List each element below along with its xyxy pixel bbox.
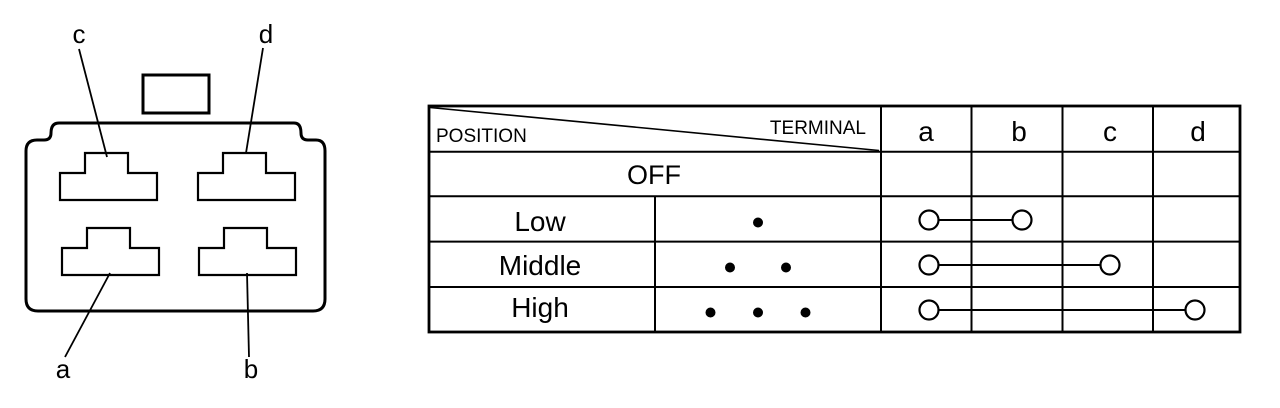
leader-line-b	[246, 272, 250, 358]
leader-line-a	[64, 272, 111, 358]
detent-dot	[753, 217, 763, 228]
terminal-header-label: TERMINAL	[770, 118, 866, 139]
connector-key-tab	[141, 73, 211, 115]
connector-body-outline	[24, 121, 327, 313]
pin-label-b: b	[244, 354, 258, 384]
column-header-c: c	[1103, 116, 1117, 147]
row-label-off: OFF	[627, 160, 681, 190]
continuity-node	[1011, 209, 1033, 231]
pin-label-c: c	[73, 19, 86, 49]
terminal-pin-c	[58, 151, 159, 202]
pin-label-d: d	[259, 19, 273, 49]
continuity-node	[918, 254, 940, 276]
connections-layer	[705, 209, 1206, 321]
leader-line-d	[245, 47, 264, 154]
detent-dot	[781, 262, 791, 273]
detent-dot	[705, 307, 716, 318]
column-header-a: a	[918, 116, 934, 147]
terminal-table: POSITION TERMINAL a b c d OFF Low Middle…	[427, 104, 1242, 334]
header-diagonal-line	[429, 106, 880, 152]
pin-label-a: a	[56, 354, 71, 384]
column-header-d: d	[1190, 116, 1206, 147]
detent-dot	[725, 262, 735, 273]
terminal-pin-d	[196, 151, 297, 202]
continuity-node	[918, 209, 940, 231]
detent-dot	[800, 307, 811, 318]
continuity-node	[1099, 254, 1121, 276]
column-header-b: b	[1011, 116, 1027, 147]
connector-diagram: c d a b	[24, 19, 327, 384]
continuity-node	[1184, 299, 1206, 321]
terminal-pin-b	[197, 226, 298, 277]
row-label-low: Low	[514, 206, 566, 237]
detent-dot	[753, 307, 763, 318]
leader-line-c	[78, 48, 108, 158]
table-outer-border	[427, 104, 1242, 334]
terminal-pin-a	[60, 226, 161, 277]
row-label-middle: Middle	[499, 250, 581, 281]
position-header-label: POSITION	[436, 126, 527, 147]
continuity-node	[918, 299, 940, 321]
row-label-high: High	[511, 292, 569, 323]
